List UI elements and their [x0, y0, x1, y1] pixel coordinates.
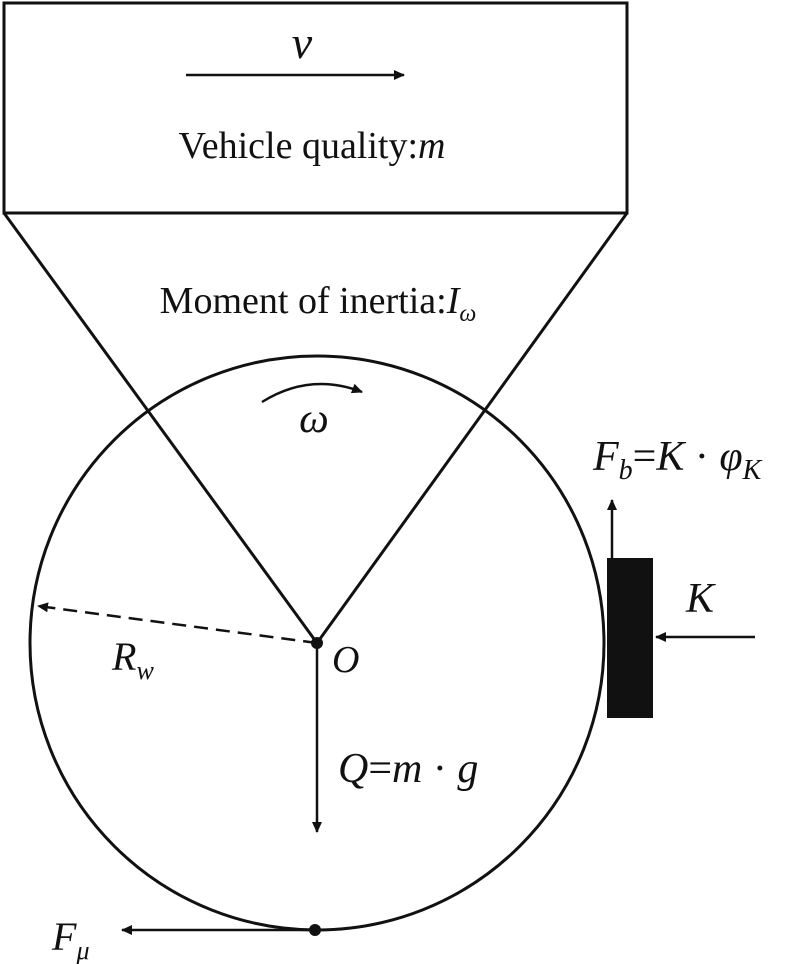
weight-lhs: Q — [338, 746, 368, 792]
brake-friction-F: F — [592, 434, 619, 480]
brake-friction-sub-K: K — [742, 455, 763, 486]
ground-friction-F: F — [51, 914, 77, 959]
center-label: O — [332, 639, 359, 681]
ground-friction-sub: μ — [75, 936, 89, 964]
brake-friction-label: Fb=K · φK — [592, 434, 763, 486]
inertia-symbol: I — [446, 280, 462, 322]
brake-friction-K: K — [655, 434, 686, 480]
vehicle-mass-symbol: m — [418, 125, 445, 167]
brake-pad-force-label: K — [685, 576, 716, 622]
inertia-subscript: ω — [459, 301, 476, 327]
weight-dot: · — [422, 746, 457, 792]
vehicle-mass-text: Vehicle quality: — [179, 125, 419, 167]
brake-friction-phi: φ — [719, 434, 742, 480]
radius-subscript: w — [136, 656, 154, 685]
radius-line — [37, 602, 318, 645]
weight-label: Q=m · g — [338, 746, 478, 792]
inertia-text: Moment of inertia: — [160, 280, 447, 322]
weight-mass: m — [392, 746, 422, 792]
angular-velocity-arrow — [261, 382, 363, 404]
ground-friction-label: Fμ — [51, 914, 90, 964]
vehicle-body-box — [2, 1, 629, 215]
angular-velocity-label: ω — [299, 396, 329, 442]
weight-eq: = — [368, 746, 392, 792]
brake-friction-eq: = — [633, 434, 657, 480]
brake-friction-sub-b: b — [619, 455, 633, 486]
radius-symbol: R — [111, 634, 136, 679]
velocity-label: v — [292, 17, 313, 68]
vehicle-mass-label: Vehicle quality:m — [179, 125, 446, 167]
brake-friction-dot: · — [684, 434, 719, 480]
weight-g: g — [457, 746, 478, 792]
right-suspension-line — [315, 212, 629, 644]
left-suspension-line — [2, 212, 319, 644]
brake-pad — [607, 558, 653, 718]
inertia-label: Moment of inertia:Iω — [160, 280, 477, 327]
radius-label: Rw — [111, 634, 154, 685]
